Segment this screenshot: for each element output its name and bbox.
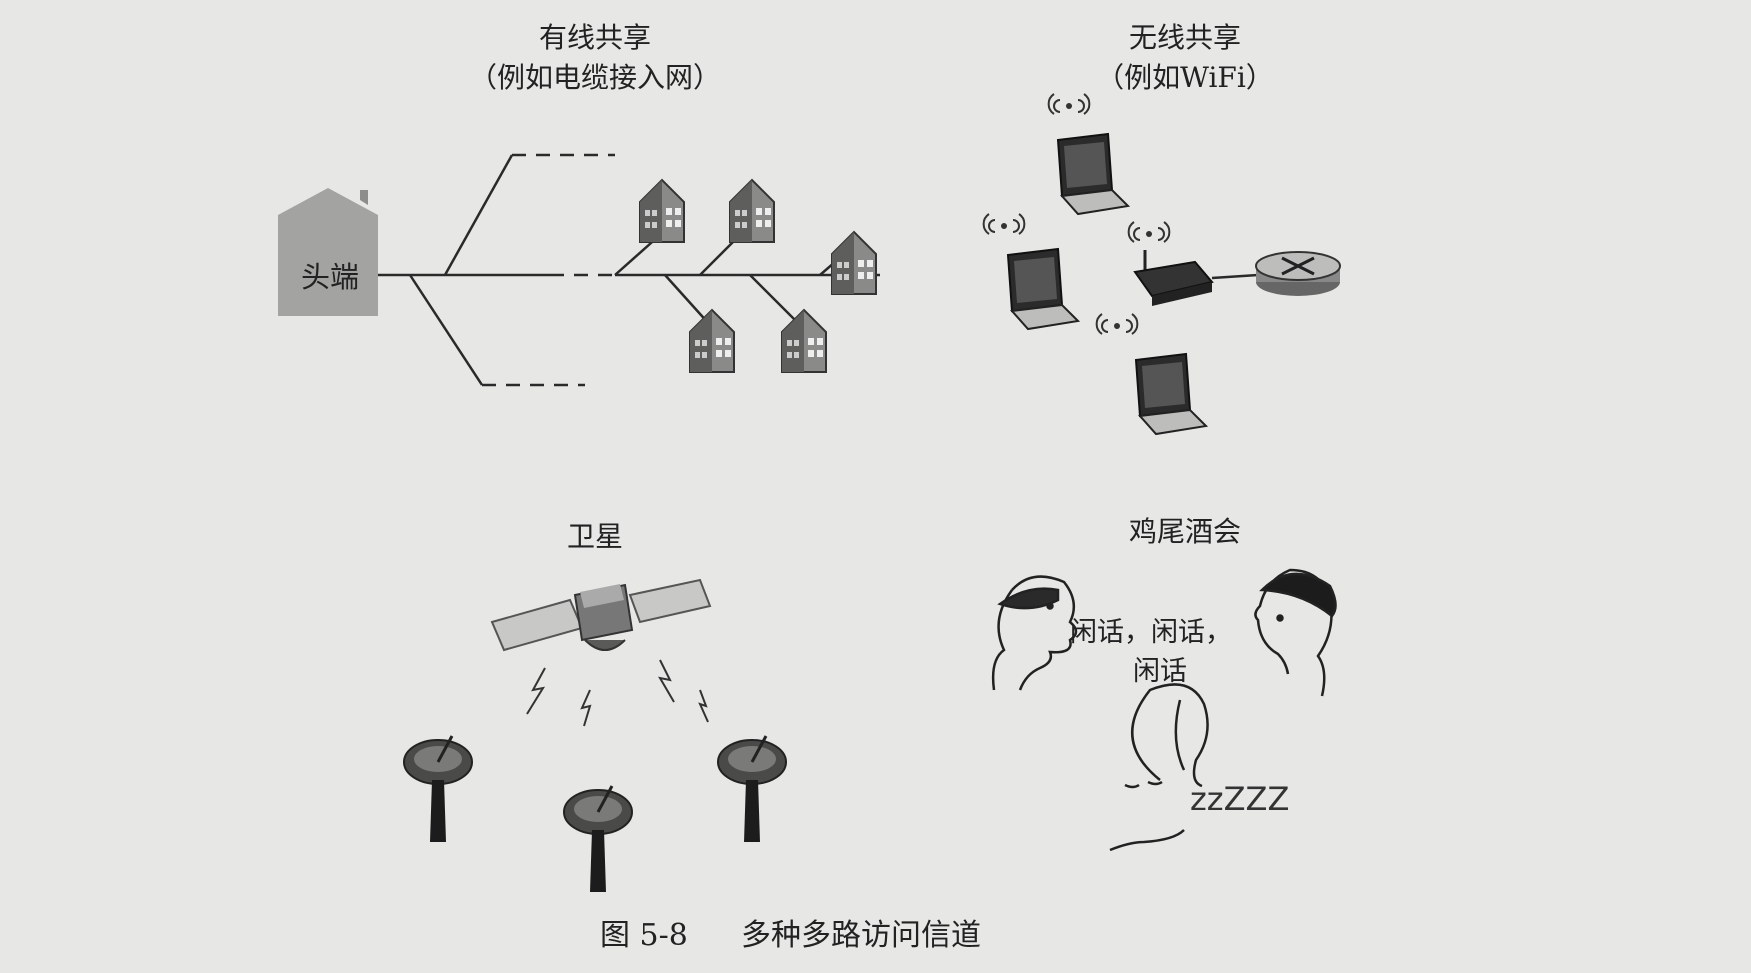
satellite-title: 卫星 bbox=[566, 520, 623, 553]
router-icon bbox=[1255, 251, 1341, 296]
satellite-icon bbox=[490, 578, 712, 652]
sleeping-person-icon bbox=[1109, 683, 1209, 852]
access-point-icon bbox=[1133, 250, 1214, 306]
wireless-section bbox=[982, 93, 1341, 435]
house-icon bbox=[639, 179, 685, 243]
house-icon bbox=[689, 309, 735, 373]
caption-text: 多种多路访问信道 bbox=[740, 918, 981, 953]
figure-caption: 图 5-8 多种多路访问信道 bbox=[600, 910, 1220, 954]
headend-building-icon bbox=[278, 188, 378, 316]
house-icon bbox=[831, 231, 877, 295]
caption-number: 图 5-8 bbox=[600, 918, 688, 953]
radio-link-icons bbox=[526, 659, 709, 727]
wireless-subtitle: （例如WiFi） bbox=[1096, 61, 1274, 94]
cocktail-title: 鸡尾酒会 bbox=[1128, 515, 1241, 548]
sleep-text: zzZZZ bbox=[1190, 780, 1290, 818]
person-talking-left-icon bbox=[991, 575, 1078, 691]
ap-router-link bbox=[1211, 273, 1259, 280]
speech-text-line1: 闲话，闲话， bbox=[1070, 617, 1232, 648]
wireless-title: 无线共享 bbox=[1128, 21, 1241, 54]
wifi-signal-icon bbox=[1127, 221, 1171, 243]
speech-text-line2: 闲话 bbox=[1133, 656, 1187, 687]
laptop-icon bbox=[1007, 248, 1079, 330]
wired-title: 有线共享 bbox=[538, 21, 651, 54]
cocktail-section bbox=[991, 568, 1337, 852]
satellite-dish-icon bbox=[716, 734, 788, 844]
laptop-icon bbox=[1135, 353, 1207, 435]
satellite-dish-icon bbox=[562, 784, 634, 894]
wired-section bbox=[278, 153, 880, 387]
laptop-icon bbox=[1057, 133, 1129, 215]
wifi-signal-icon bbox=[1095, 313, 1139, 335]
house-icon bbox=[729, 179, 775, 243]
person-talking-right-icon bbox=[1254, 568, 1337, 697]
house-icon bbox=[781, 309, 827, 373]
wifi-signal-icon bbox=[1047, 93, 1091, 115]
satellite-section bbox=[402, 578, 788, 894]
headend-label: 头端 bbox=[300, 260, 359, 294]
wired-subtitle: （例如电缆接入网） bbox=[468, 61, 721, 94]
wifi-signal-icon bbox=[982, 213, 1026, 235]
satellite-dish-icon bbox=[402, 734, 474, 844]
